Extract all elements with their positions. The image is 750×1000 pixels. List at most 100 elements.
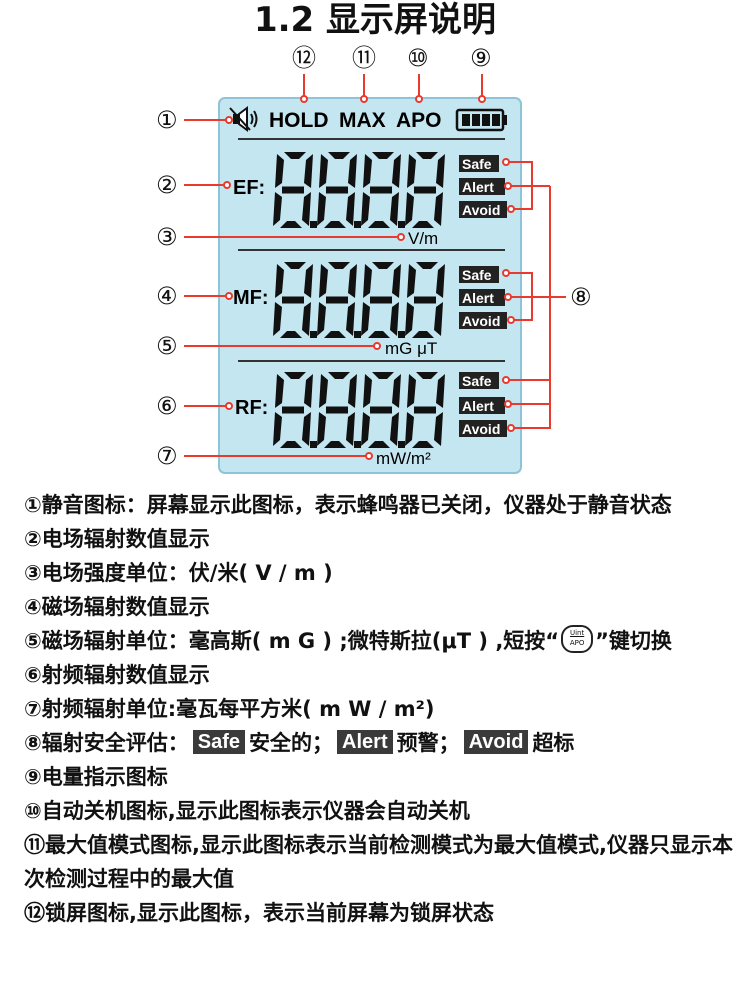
description-text: ⑤磁场辐射单位：毫高斯( m G ) ;微特斯拉(μT ) ,短按“ <box>24 629 560 653</box>
lcd-segment <box>275 264 284 298</box>
decimal-point <box>310 331 317 338</box>
lcd-segment <box>319 374 328 408</box>
lcd-segment <box>284 152 306 159</box>
safe-badge: Safe <box>192 730 246 754</box>
lcd-segment <box>273 192 282 226</box>
lcd-segment <box>348 264 357 298</box>
callout-12: ⑫ <box>292 44 316 72</box>
lcd-segment <box>363 374 372 408</box>
lcd-segment <box>328 262 350 269</box>
lcd-segment <box>361 192 370 226</box>
lcd-segment <box>273 302 282 336</box>
lcd-segment <box>405 302 414 336</box>
lcd-segment <box>273 412 282 446</box>
callout-3: ③ <box>156 223 178 251</box>
description-text: ”键切换 <box>595 629 672 653</box>
lcd-segment <box>412 441 434 448</box>
decimal-point <box>310 441 317 448</box>
description-item: ⑥射频辐射数值显示 <box>24 663 210 687</box>
callout-dots <box>223 95 515 460</box>
lcd-segment <box>372 372 394 379</box>
rf-unit: mW/m² <box>376 449 431 468</box>
avoid-badge: Avoid <box>462 421 500 437</box>
lcd-segment <box>416 262 438 269</box>
description-item: ⑩自动关机图标,显示此图标表示仪器会自动关机 <box>24 799 470 823</box>
lcd-segment <box>368 441 390 448</box>
callout-11: ⑪ <box>352 44 376 72</box>
lcd-segment <box>407 154 416 188</box>
mute-icon <box>229 106 258 132</box>
lcd-segment <box>326 296 348 304</box>
lcd-segment <box>328 152 350 159</box>
description-list: ①静音图标：屏幕显示此图标，表示蜂鸣器已关闭，仪器处于静音状态 ②电场辐射数值显… <box>24 488 734 930</box>
lcd-segment <box>304 264 313 298</box>
rf-label: RF: <box>235 397 268 419</box>
avoid-badge: Avoid <box>462 202 500 218</box>
lcd-segment <box>324 331 346 338</box>
lcd-segment <box>434 302 443 336</box>
lcd-segment <box>368 331 390 338</box>
mf-unit: mG μT <box>385 339 437 358</box>
lcd-segment <box>372 262 394 269</box>
avoid-badge: Avoid <box>463 730 529 754</box>
lcd-segment <box>302 192 311 226</box>
description-item: ②电场辐射数值显示 <box>24 527 210 551</box>
lcd-segment <box>361 412 370 446</box>
lcd-segment <box>416 152 438 159</box>
alert-badge: Alert <box>462 398 494 414</box>
decimal-point <box>310 221 317 228</box>
alert-badge: Alert <box>337 730 393 754</box>
lcd-segment <box>282 186 304 194</box>
lcd-segment <box>412 331 434 338</box>
callout-8: ⑧ <box>570 283 592 311</box>
lcd-segment <box>405 412 414 446</box>
rf-digit-display <box>273 372 445 448</box>
description-text: 超标 <box>532 731 575 755</box>
lcd-segment <box>280 331 302 338</box>
description-text: 安全的； <box>249 731 334 755</box>
lcd-segment <box>392 264 401 298</box>
lcd-segment <box>280 441 302 448</box>
description-item: ③电场强度单位：伏/米( V / m ) <box>24 561 333 585</box>
ef-label: EF: <box>233 177 265 199</box>
lcd-segment <box>392 154 401 188</box>
lcd-segment <box>302 412 311 446</box>
description-item: ⑨电量指示图标 <box>24 765 168 789</box>
battery-icon <box>455 108 507 132</box>
callout-lines <box>184 74 566 457</box>
callout-5: ⑤ <box>156 332 178 360</box>
callout-2: ② <box>156 171 178 199</box>
lcd-segment <box>324 441 346 448</box>
lcd-segment <box>284 372 306 379</box>
lcd-segment <box>346 192 355 226</box>
lcd-segment <box>434 192 443 226</box>
lcd-segment <box>368 221 390 228</box>
description-item: ⑫锁屏图标,显示此图标，表示当前屏幕为锁屏状态 <box>24 901 494 925</box>
lcd-segment <box>346 302 355 336</box>
ef-badges: Safe Alert Avoid <box>459 155 507 218</box>
description-item: ⑪最大值模式图标,显示此图标表示当前检测模式为最大值模式,仪器只显示本次检测过程… <box>24 833 733 891</box>
mf-digit-display <box>273 262 445 338</box>
lcd-segment <box>317 412 326 446</box>
lcd-segment <box>282 296 304 304</box>
decimal-point <box>354 331 361 338</box>
lcd-segment <box>326 406 348 414</box>
callout-9: ⑨ <box>470 44 492 72</box>
lcd-segment <box>370 406 392 414</box>
lcd-segment <box>284 262 306 269</box>
mf-label: MF: <box>233 287 269 309</box>
safe-badge: Safe <box>462 156 492 172</box>
lcd-segment <box>326 186 348 194</box>
lcd-segment <box>407 374 416 408</box>
lcd-segment <box>436 154 445 188</box>
decimal-point <box>354 441 361 448</box>
description-item: ①静音图标：屏幕显示此图标，表示蜂鸣器已关闭，仪器处于静音状态 <box>24 493 672 517</box>
decimal-point <box>398 331 405 338</box>
decimal-point <box>354 221 361 228</box>
ef-digit-display <box>273 152 445 228</box>
lcd-segment <box>390 412 399 446</box>
description-item: ⑦射频辐射单位:毫瓦每平方米( m W / m²) <box>24 697 435 721</box>
lcd-segment <box>390 302 399 336</box>
lcd-segment <box>304 154 313 188</box>
